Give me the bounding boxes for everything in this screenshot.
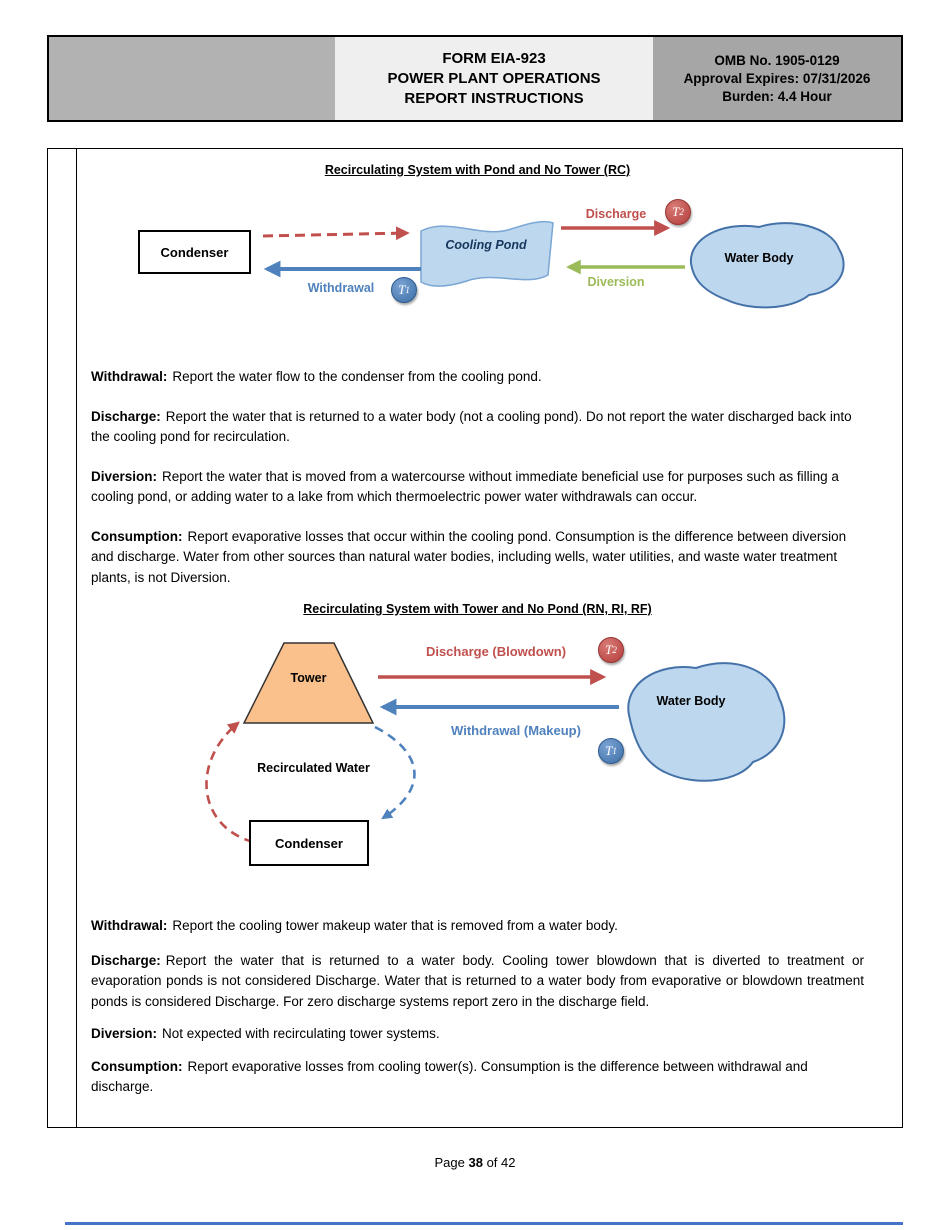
- paragraph-withdrawal-rn: Withdrawal: Report the cooling tower make…: [91, 916, 864, 937]
- section2-title: Recirculating System with Tower and No P…: [303, 602, 652, 616]
- cooling-pond-label: Cooling Pond: [445, 238, 527, 252]
- cooling-pond-shape: [420, 220, 554, 287]
- section1-title: Recirculating System with Pond and No To…: [324, 163, 631, 177]
- left-column-divider: [76, 149, 77, 1127]
- condenser-box: Condenser: [249, 820, 369, 866]
- omb-number: OMB No. 1905-0129: [714, 52, 840, 68]
- document-header: FORM EIA-923 POWER PLANT OPERATIONS REPO…: [47, 35, 903, 122]
- recirculated-water-label: Recirculated Water: [257, 761, 370, 775]
- paragraph-discharge-rc: Discharge:Report the water that is retur…: [91, 407, 864, 448]
- paragraph-text: Report the water that is moved from a wa…: [91, 468, 839, 505]
- omb-info: OMB No. 1905-0129 Approval Expires: 07/3…: [653, 37, 901, 120]
- page-prefix: Page: [434, 1155, 469, 1170]
- paragraph-consumption-rn: Consumption:Report evaporative losses fr…: [91, 1057, 864, 1098]
- paragraph-label: Withdrawal:: [91, 918, 168, 933]
- diversion-label: Diversion: [587, 275, 645, 289]
- condenser-label: Condenser: [275, 835, 343, 851]
- condenser-to-pond-dashed-arrow: [262, 226, 410, 241]
- paragraph-diversion-rc: Diversion:Report the water that is moved…: [91, 467, 864, 508]
- content-box: Recirculating System with Pond and No To…: [47, 148, 903, 1128]
- blue-dashed-loop-arrow: [374, 725, 416, 820]
- condenser-box: Condenser: [138, 230, 251, 274]
- paragraph-label: Diversion:: [91, 468, 158, 484]
- diagram-rc-canvas: [262, 219, 845, 309]
- withdrawal-label: Withdrawal: [307, 281, 375, 295]
- paragraph-label: Diversion:: [91, 1026, 158, 1041]
- tower-shape: [242, 642, 375, 724]
- content-area: Recirculating System with Pond and No To…: [77, 149, 902, 1127]
- page-suffix: of 42: [482, 1155, 516, 1170]
- omb-expires: Approval Expires: 07/31/2026: [683, 70, 871, 86]
- water-body-label: Water Body: [656, 694, 726, 708]
- paragraph-text: Not expected with recirculating tower sy…: [162, 1026, 440, 1041]
- form-title-line-1: FORM EIA-923: [442, 49, 546, 67]
- tower-label: Tower: [290, 671, 327, 685]
- page-footer: Page 38 of 42: [0, 1155, 950, 1170]
- water-body-shape: [627, 662, 786, 782]
- form-title-line-2: POWER PLANT OPERATIONS: [387, 69, 601, 87]
- paragraph-text: Report the water that is returned to a w…: [91, 952, 864, 1009]
- paragraph-consumption-rc: Consumption:Report evaporative losses th…: [91, 527, 864, 589]
- discharge-label: Discharge: [585, 207, 647, 221]
- paragraph-diversion-rn: Diversion: Not expected with recirculatin…: [91, 1024, 864, 1045]
- logo-placeholder: [49, 37, 335, 120]
- condenser-label: Condenser: [160, 244, 229, 260]
- blowdown-label: Discharge (Blowdown): [425, 644, 567, 659]
- form-title: FORM EIA-923 POWER PLANT OPERATIONS REPO…: [335, 37, 653, 120]
- water-body-label: Water Body: [724, 251, 794, 265]
- omb-burden: Burden: 4.4 Hour: [722, 88, 832, 104]
- paragraph-text: Report the water flow to the condenser f…: [172, 369, 542, 384]
- paragraph-text: Report evaporative losses that occur wit…: [91, 528, 847, 585]
- paragraph-label: Discharge:: [91, 952, 161, 968]
- form-title-line-3: REPORT INSTRUCTIONS: [404, 89, 584, 107]
- diagram-recirculating-tower: Tower Discharge (Blowdown) Water Body Wi…: [91, 630, 866, 882]
- paragraph-text: Report the water that is returned to a w…: [91, 408, 852, 445]
- diagram-recirculating-pond: Condenser Cooling Pond Water Body Discha…: [91, 183, 866, 351]
- page-number: 38: [468, 1155, 483, 1170]
- makeup-label: Withdrawal (Makeup): [451, 723, 581, 738]
- paragraph-text: Report the cooling tower makeup water th…: [172, 918, 618, 933]
- next-page-top-border: [65, 1222, 903, 1225]
- paragraph-label: Consumption:: [91, 1058, 183, 1074]
- red-dashed-loop-arrow: [205, 721, 254, 844]
- paragraph-withdrawal-rc: Withdrawal: Report the water flow to the …: [91, 367, 864, 388]
- paragraph-label: Withdrawal:: [91, 369, 168, 384]
- water-body-shape: [689, 222, 845, 309]
- paragraph-discharge-rn: Discharge:Report the water that is retur…: [91, 951, 864, 1013]
- paragraph-label: Consumption:: [91, 528, 183, 544]
- paragraph-label: Discharge:: [91, 408, 161, 424]
- paragraph-text: Report evaporative losses from cooling t…: [91, 1058, 808, 1095]
- diagram-rn-canvas: [205, 642, 786, 844]
